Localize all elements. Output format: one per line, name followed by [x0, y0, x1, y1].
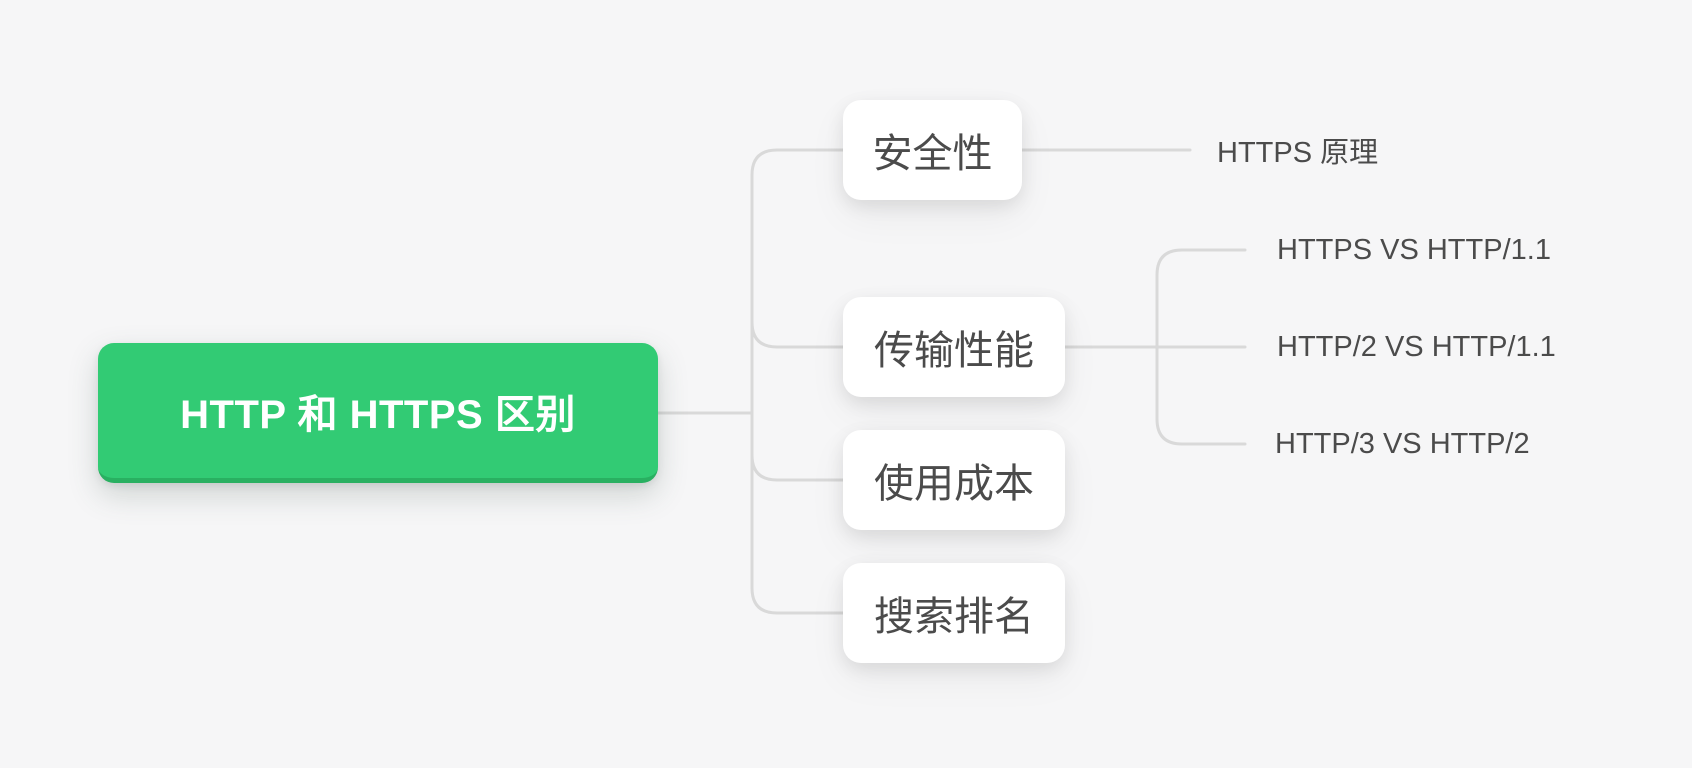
node-https-vs-http11[interactable]: HTTPS VS HTTP/1.1 — [1277, 230, 1551, 270]
performance-label: 传输性能 — [874, 329, 1034, 373]
node-ranking[interactable]: 搜索排名 — [843, 563, 1065, 663]
connector-trunk-to-cost — [750, 453, 845, 482]
ranking-label: 搜索排名 — [874, 595, 1034, 639]
root-label: HTTP 和 HTTPS 区别 — [180, 392, 576, 437]
node-https-principle[interactable]: HTTPS 原理 — [1217, 130, 1378, 170]
https-vs-http11-label: HTTPS VS HTTP/1.1 — [1277, 233, 1551, 266]
node-security[interactable]: 安全性 — [843, 100, 1022, 200]
cost-label: 使用成本 — [874, 462, 1034, 506]
connector-performance-sub-trunk — [1155, 248, 1247, 446]
node-cost[interactable]: 使用成本 — [843, 430, 1065, 530]
https-principle-label: HTTPS 原理 — [1217, 137, 1379, 169]
node-http2-vs-http11[interactable]: HTTP/2 VS HTTP/1.1 — [1277, 327, 1556, 367]
node-performance[interactable]: 传输性能 — [843, 297, 1065, 397]
node-root[interactable]: HTTP 和 HTTPS 区别 — [98, 343, 658, 483]
security-label: 安全性 — [872, 132, 993, 176]
connector-trunk-to-performance — [750, 320, 845, 349]
node-http3-vs-http2[interactable]: HTTP/3 VS HTTP/2 — [1275, 424, 1530, 464]
http3-vs-http2-label: HTTP/3 VS HTTP/2 — [1275, 427, 1530, 460]
connector-main-trunk — [750, 148, 845, 615]
http2-vs-http11-label: HTTP/2 VS HTTP/1.1 — [1277, 330, 1556, 363]
